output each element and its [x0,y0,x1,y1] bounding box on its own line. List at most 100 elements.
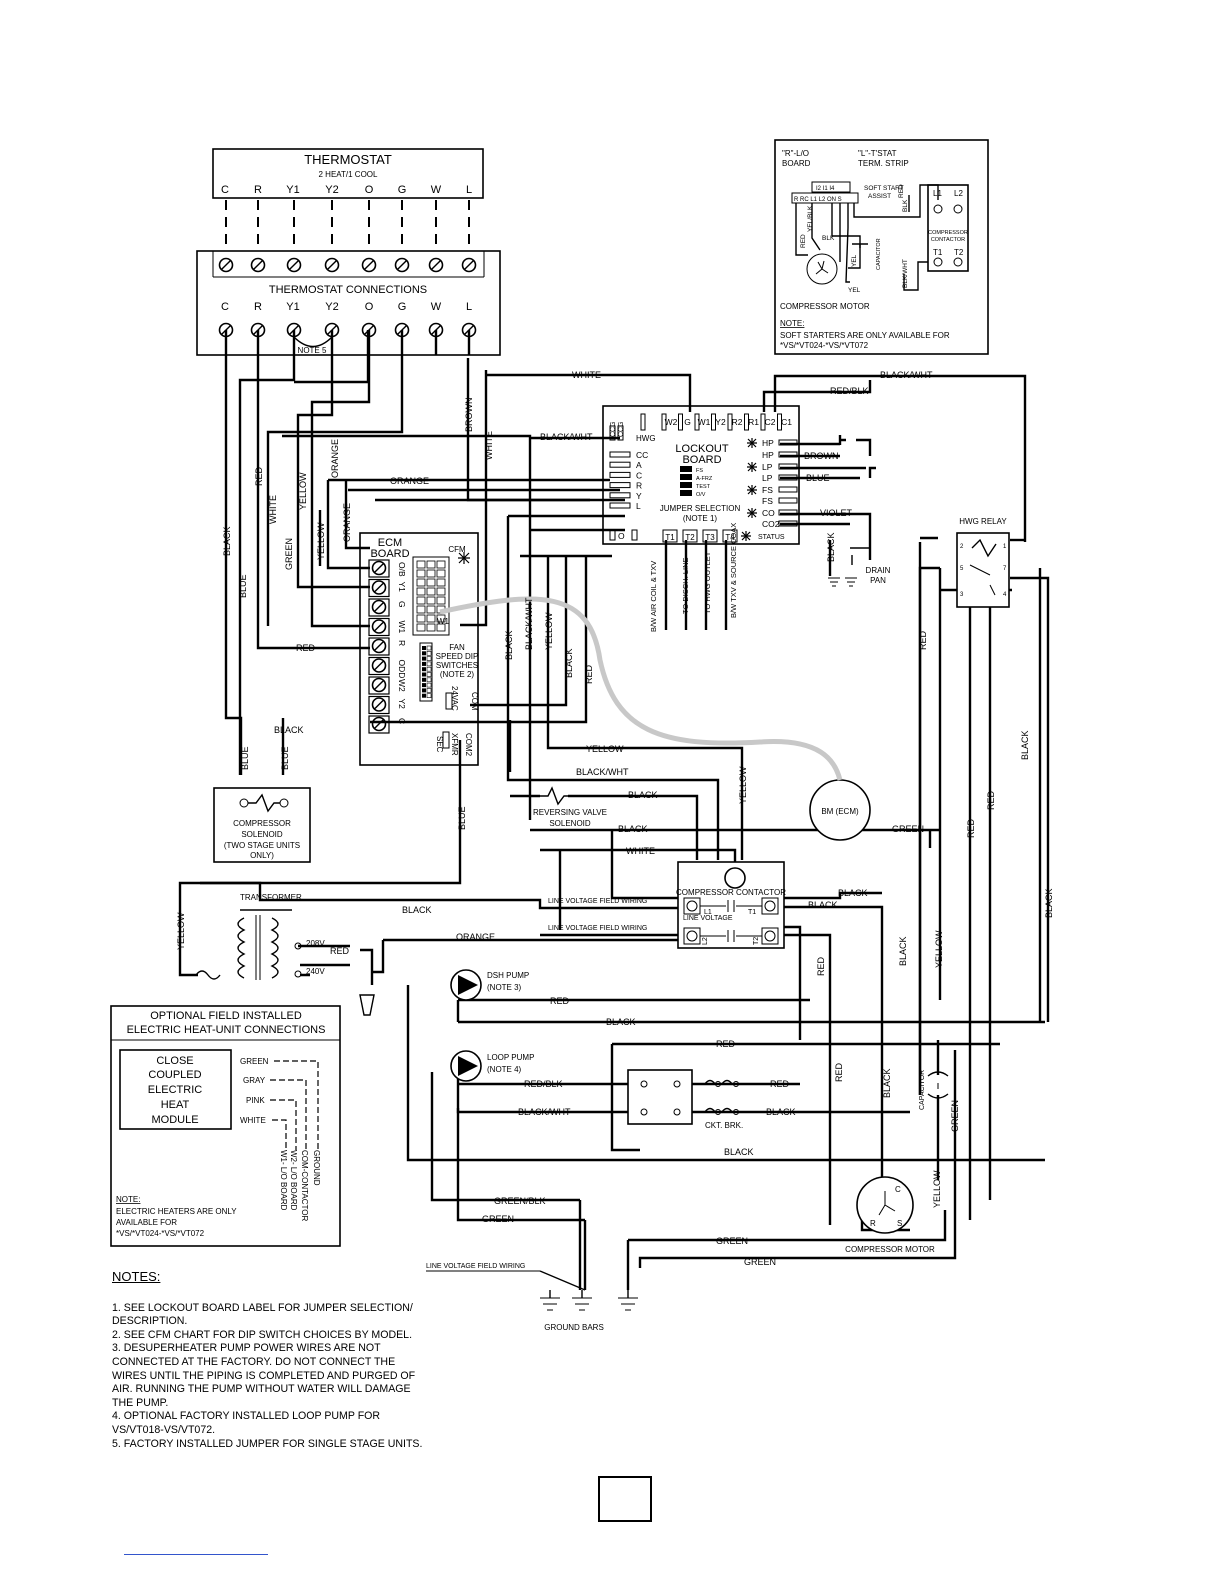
tstat-terminal-y1: Y1 [286,184,299,196]
tstat-terminal-r: R [254,184,262,196]
loop-pump-label: LOOP PUMP [487,1053,534,1062]
lockout-title-a: LOCKOUT [675,443,728,455]
jumper-note: NOTE 5 [298,346,327,355]
tstat-terminal-w: W [431,184,442,196]
lockout-left-pin [609,492,631,499]
wiring [178,330,1050,1290]
lockout-left-pin [631,529,638,541]
jumper-block [680,474,692,480]
lockout-top-pin [744,413,749,431]
wire-label-black-4: BLACK [402,905,432,915]
notes-title: NOTES: [112,1269,161,1284]
eh-module-e: MODULE [151,1114,198,1126]
inset-tstat-label-b: TERM. STRIP [858,159,909,168]
ecm-plug-pin [416,605,426,614]
ecm-plug-pin [436,578,446,587]
ecm-terminal-label-1: Y1 [397,582,407,593]
svg-text:5: 5 [960,566,964,572]
ecm-plug-pin [416,623,426,632]
vlabel-yellow-2: YELLOW [316,522,326,560]
ecm-plug-pin [416,596,426,605]
vlabel-airc: B/W AIR COIL & TXV [649,561,658,632]
dip-label-b: SPEED DIP [436,652,479,661]
conn-terminal-y2: Y2 [325,301,338,313]
ecm-screw [371,677,387,693]
eh-dest-com: COM-CONTACTOR [300,1150,309,1221]
conn-terminal-o: O [365,301,374,313]
lockout-top-label-w2: W2 [665,417,678,427]
inset-board-label-a: "R"-L/O [782,149,809,158]
inset-contactor-a: COMPRESSOR [928,230,968,236]
ecm-terminal-label-6: W2 [397,679,407,692]
lockout-left-pin [609,471,631,478]
terminal-screws-top [218,257,477,273]
ecm-plug-pin [416,560,426,569]
blower-motor-label: BM (ECM) [821,807,859,816]
vlabel-red-3: RED [918,630,928,650]
lockout-top-label-c2: C2 [765,417,776,427]
svg-text:T1: T1 [748,909,756,916]
lockout-top-pin [661,413,667,431]
eh-note-3: *VS/*VT024-*VS/*VT072 [116,1229,205,1238]
compressor-motor: C R S COMPRESSOR MOTOR [845,1176,935,1254]
dip-switch [426,682,432,688]
v240: 240V [306,967,325,976]
inset-wire-yel-2: YEL [848,287,861,294]
ecm-com: COM [470,692,479,711]
screw-terminal-7 [461,257,477,273]
dip-switch [422,672,426,677]
wire-label-red-2: RED [330,946,350,956]
inset-tstat-label-a: "L"-T'STAT [858,149,897,158]
lockout-left-pin [609,482,631,489]
wire-label-green-4: GREEN [744,1257,776,1267]
svg-text:R: R [870,1219,876,1228]
lockout-top-pin [777,413,782,431]
vlabel-black-7: BLACK [898,936,908,966]
wire-label-orange: ORANGE [390,476,429,486]
ecm-plug-pin [416,578,426,587]
lockout-bottom-label-t4: T4 [725,533,735,542]
conn-terminal-c: C [221,301,229,313]
vlabel-red-4: RED [986,790,996,810]
led-icon [747,462,757,472]
led-icon [747,485,757,495]
ecm-plug-pin [426,605,436,614]
ecm-harness [439,596,843,781]
svg-text:T2: T2 [753,937,760,945]
inset-soft-start-b: ASSIST [868,193,891,200]
ecm-plug-pin [436,560,446,569]
tstat-terminal-l: L [466,184,472,196]
inset-terms-top: I2 I1 I4 [816,186,835,192]
ecm-plug-pin [426,623,436,632]
vlabel-black-6: BLACK [1044,888,1054,918]
ecm-xfmr: XFMR [450,733,459,756]
eh-module-a: CLOSE [156,1055,193,1067]
drain-pan-b: PAN [870,576,886,585]
ecm-plug-pin [426,578,436,587]
dip-switch [422,656,426,661]
screw-terminal-5 [394,257,410,273]
screw-terminal-2 [286,257,302,273]
lockout-right-label-co: CO [762,508,775,518]
led-icon [741,531,751,541]
tstat-terminal-c: C [221,184,229,196]
dsh-pump-note: (NOTE 3) [487,983,522,992]
eh-dest-ground: GROUND [312,1150,321,1186]
lockout-ccg-b: CCG [618,421,625,437]
screw-terminal-4 [361,257,377,273]
ecm-screw [371,658,387,673]
comp-sol-b: SOLENOID [241,830,283,839]
ecm-plug-pin [426,560,436,569]
lockout-left-pin [609,425,616,441]
inset-wire-red-2: RED [898,184,905,198]
inset-wire-blk-2: BLK [902,199,909,212]
lockout-left-pin [609,461,631,468]
lockout-right-label-status: STATUS [758,534,785,541]
svg-text:C: C [895,1185,901,1194]
ecm-plug-pin [436,587,446,596]
ecm-24vac: 24VAC [450,686,459,711]
vlabel-green-1: GREEN [284,538,294,570]
